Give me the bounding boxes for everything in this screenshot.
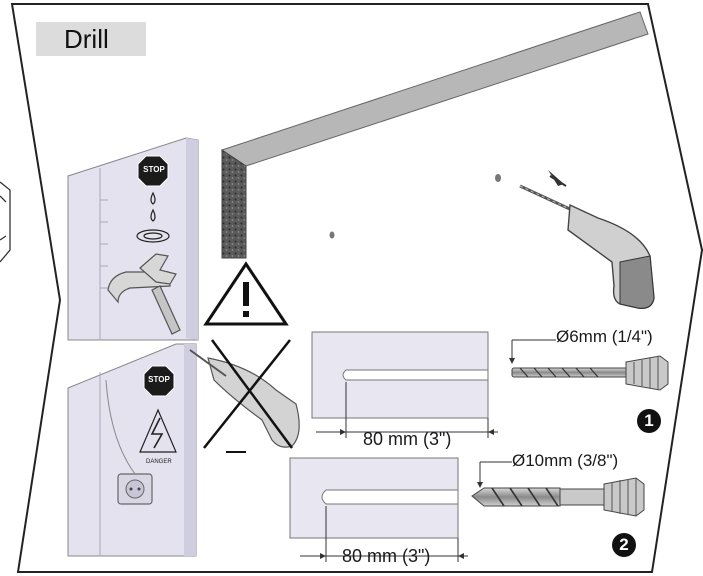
push-arrow-icon [548, 170, 564, 186]
crossed-out-icon [189, 339, 300, 453]
electric-hazard-icon [139, 408, 177, 453]
step-1-badge: 1 [637, 409, 661, 433]
water-pipe-icon [107, 253, 181, 335]
hole-2-section [289, 457, 468, 562]
stop-sign-label: STOP [148, 375, 170, 384]
stop-sign-icon [137, 155, 169, 187]
wall-socket-icon [105, 379, 153, 505]
page-title: Drill [64, 24, 109, 54]
hole-1-section [311, 331, 498, 438]
danger-label: DANGER [146, 459, 172, 465]
instruction-frame [10, 3, 703, 573]
electric-panel [67, 343, 197, 557]
hole-2-diameter-label: Ø10mm (3/8") [512, 451, 619, 470]
drill-icon [519, 170, 655, 309]
hole-1-diameter-label: Ø6mm (1/4") [556, 327, 653, 346]
hole-1-depth-label: 80 mm (3") [363, 429, 452, 449]
step-2-badge: 2 [612, 533, 636, 557]
drill-bit-icon [509, 339, 669, 391]
water-pipe-panel [67, 137, 199, 341]
shelf-board [220, 11, 649, 259]
stop-sign-label: STOP [143, 165, 165, 174]
stop-sign-icon [143, 365, 175, 397]
left-edge-rail [0, 181, 11, 263]
hole-2-depth-label: 80 mm (3") [342, 546, 431, 566]
warning-triangle-icon [203, 261, 289, 326]
title-box [36, 22, 146, 56]
water-drop-icon [136, 191, 170, 243]
drill-bit-icon [471, 461, 645, 517]
wall-hole-marks [329, 174, 501, 239]
